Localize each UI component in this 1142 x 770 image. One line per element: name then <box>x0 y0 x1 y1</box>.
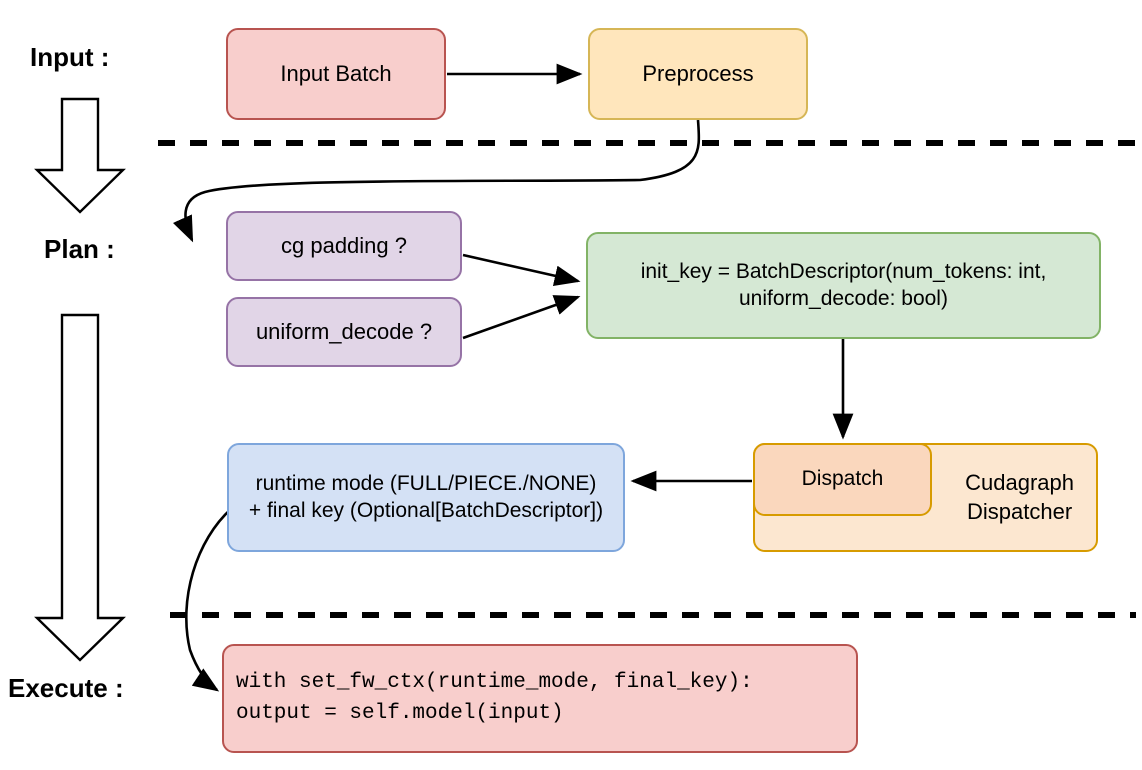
node-preprocess[interactable]: Preprocess <box>588 28 808 120</box>
node-init-key[interactable]: init_key = BatchDescriptor(num_tokens: i… <box>586 232 1101 339</box>
node-dispatch-label: Dispatch <box>801 467 884 491</box>
node-init-key-label: init_key = BatchDescriptor(num_tokens: i… <box>640 259 1047 310</box>
stage-label-execute: Execute : <box>8 673 124 703</box>
stage-label-plan: Plan : <box>44 234 115 264</box>
node-input-batch[interactable]: Input Batch <box>226 28 446 120</box>
node-runtime-mode[interactable]: runtime mode (FULL/PIECE./NONE) + final … <box>227 443 625 552</box>
node-input-batch-label: Input Batch <box>280 60 392 86</box>
flow-arrow-input-to-plan <box>34 97 126 214</box>
node-dispatch[interactable]: Dispatch <box>753 443 932 516</box>
node-uniform-decode[interactable]: uniform_decode ? <box>226 297 462 367</box>
connector-cg-padding-to-init-key <box>462 253 581 286</box>
node-preprocess-label: Preprocess <box>642 60 754 86</box>
node-execute-code[interactable]: with set_fw_ctx(runtime_mode, final_key)… <box>222 644 858 753</box>
node-cg-padding-label: cg padding ? <box>281 232 407 258</box>
node-cg-padding[interactable]: cg padding ? <box>226 211 462 281</box>
node-cudagraph-dispatcher-label: Cudagraph Dispatcher <box>965 470 1074 524</box>
node-execute-code-label: with set_fw_ctx(runtime_mode, final_key)… <box>236 671 753 725</box>
flow-arrow-plan-to-execute <box>34 313 126 662</box>
connector-uniform-decode-to-init-key <box>462 295 581 340</box>
stage-label-input: Input : <box>30 42 110 72</box>
node-uniform-decode-label: uniform_decode ? <box>255 318 433 344</box>
node-runtime-mode-label: runtime mode (FULL/PIECE./NONE) + final … <box>248 471 604 522</box>
